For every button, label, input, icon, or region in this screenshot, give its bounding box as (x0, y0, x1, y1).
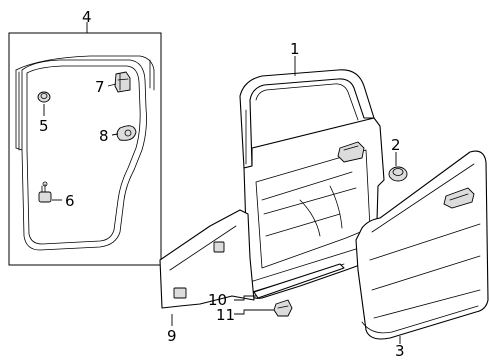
grommet-part-5[interactable] (37, 91, 51, 103)
callout-4: 4 (82, 8, 92, 26)
bumper-part-7[interactable] (114, 71, 131, 93)
door-skin-part-3[interactable] (355, 150, 489, 340)
inset-panel (8, 32, 162, 266)
molding-part-10[interactable] (253, 263, 345, 299)
callout-8: 8 (99, 127, 109, 145)
callout-11: 11 (216, 306, 235, 324)
water-shield-part-9[interactable] (159, 209, 255, 309)
callout-6: 6 (65, 192, 75, 210)
callout-10: 10 (208, 291, 227, 309)
weatherstrip-seal[interactable] (15, 55, 155, 251)
plug-part-8[interactable] (116, 125, 137, 141)
callout-3: 3 (395, 342, 405, 360)
callout-2: 2 (391, 136, 401, 154)
callout-5: 5 (39, 117, 49, 135)
clip-part-11[interactable] (273, 299, 293, 317)
clip-part-6[interactable] (38, 181, 52, 203)
inset-frame (8, 32, 162, 266)
grommet-part-2[interactable] (388, 166, 408, 182)
callout-9: 9 (167, 327, 177, 345)
callout-labels: 4 1 2 3 5 6 7 8 9 10 11 (39, 8, 405, 360)
callout-1: 1 (290, 40, 300, 58)
callout-7: 7 (95, 78, 105, 96)
leader-lines (43, 22, 401, 344)
